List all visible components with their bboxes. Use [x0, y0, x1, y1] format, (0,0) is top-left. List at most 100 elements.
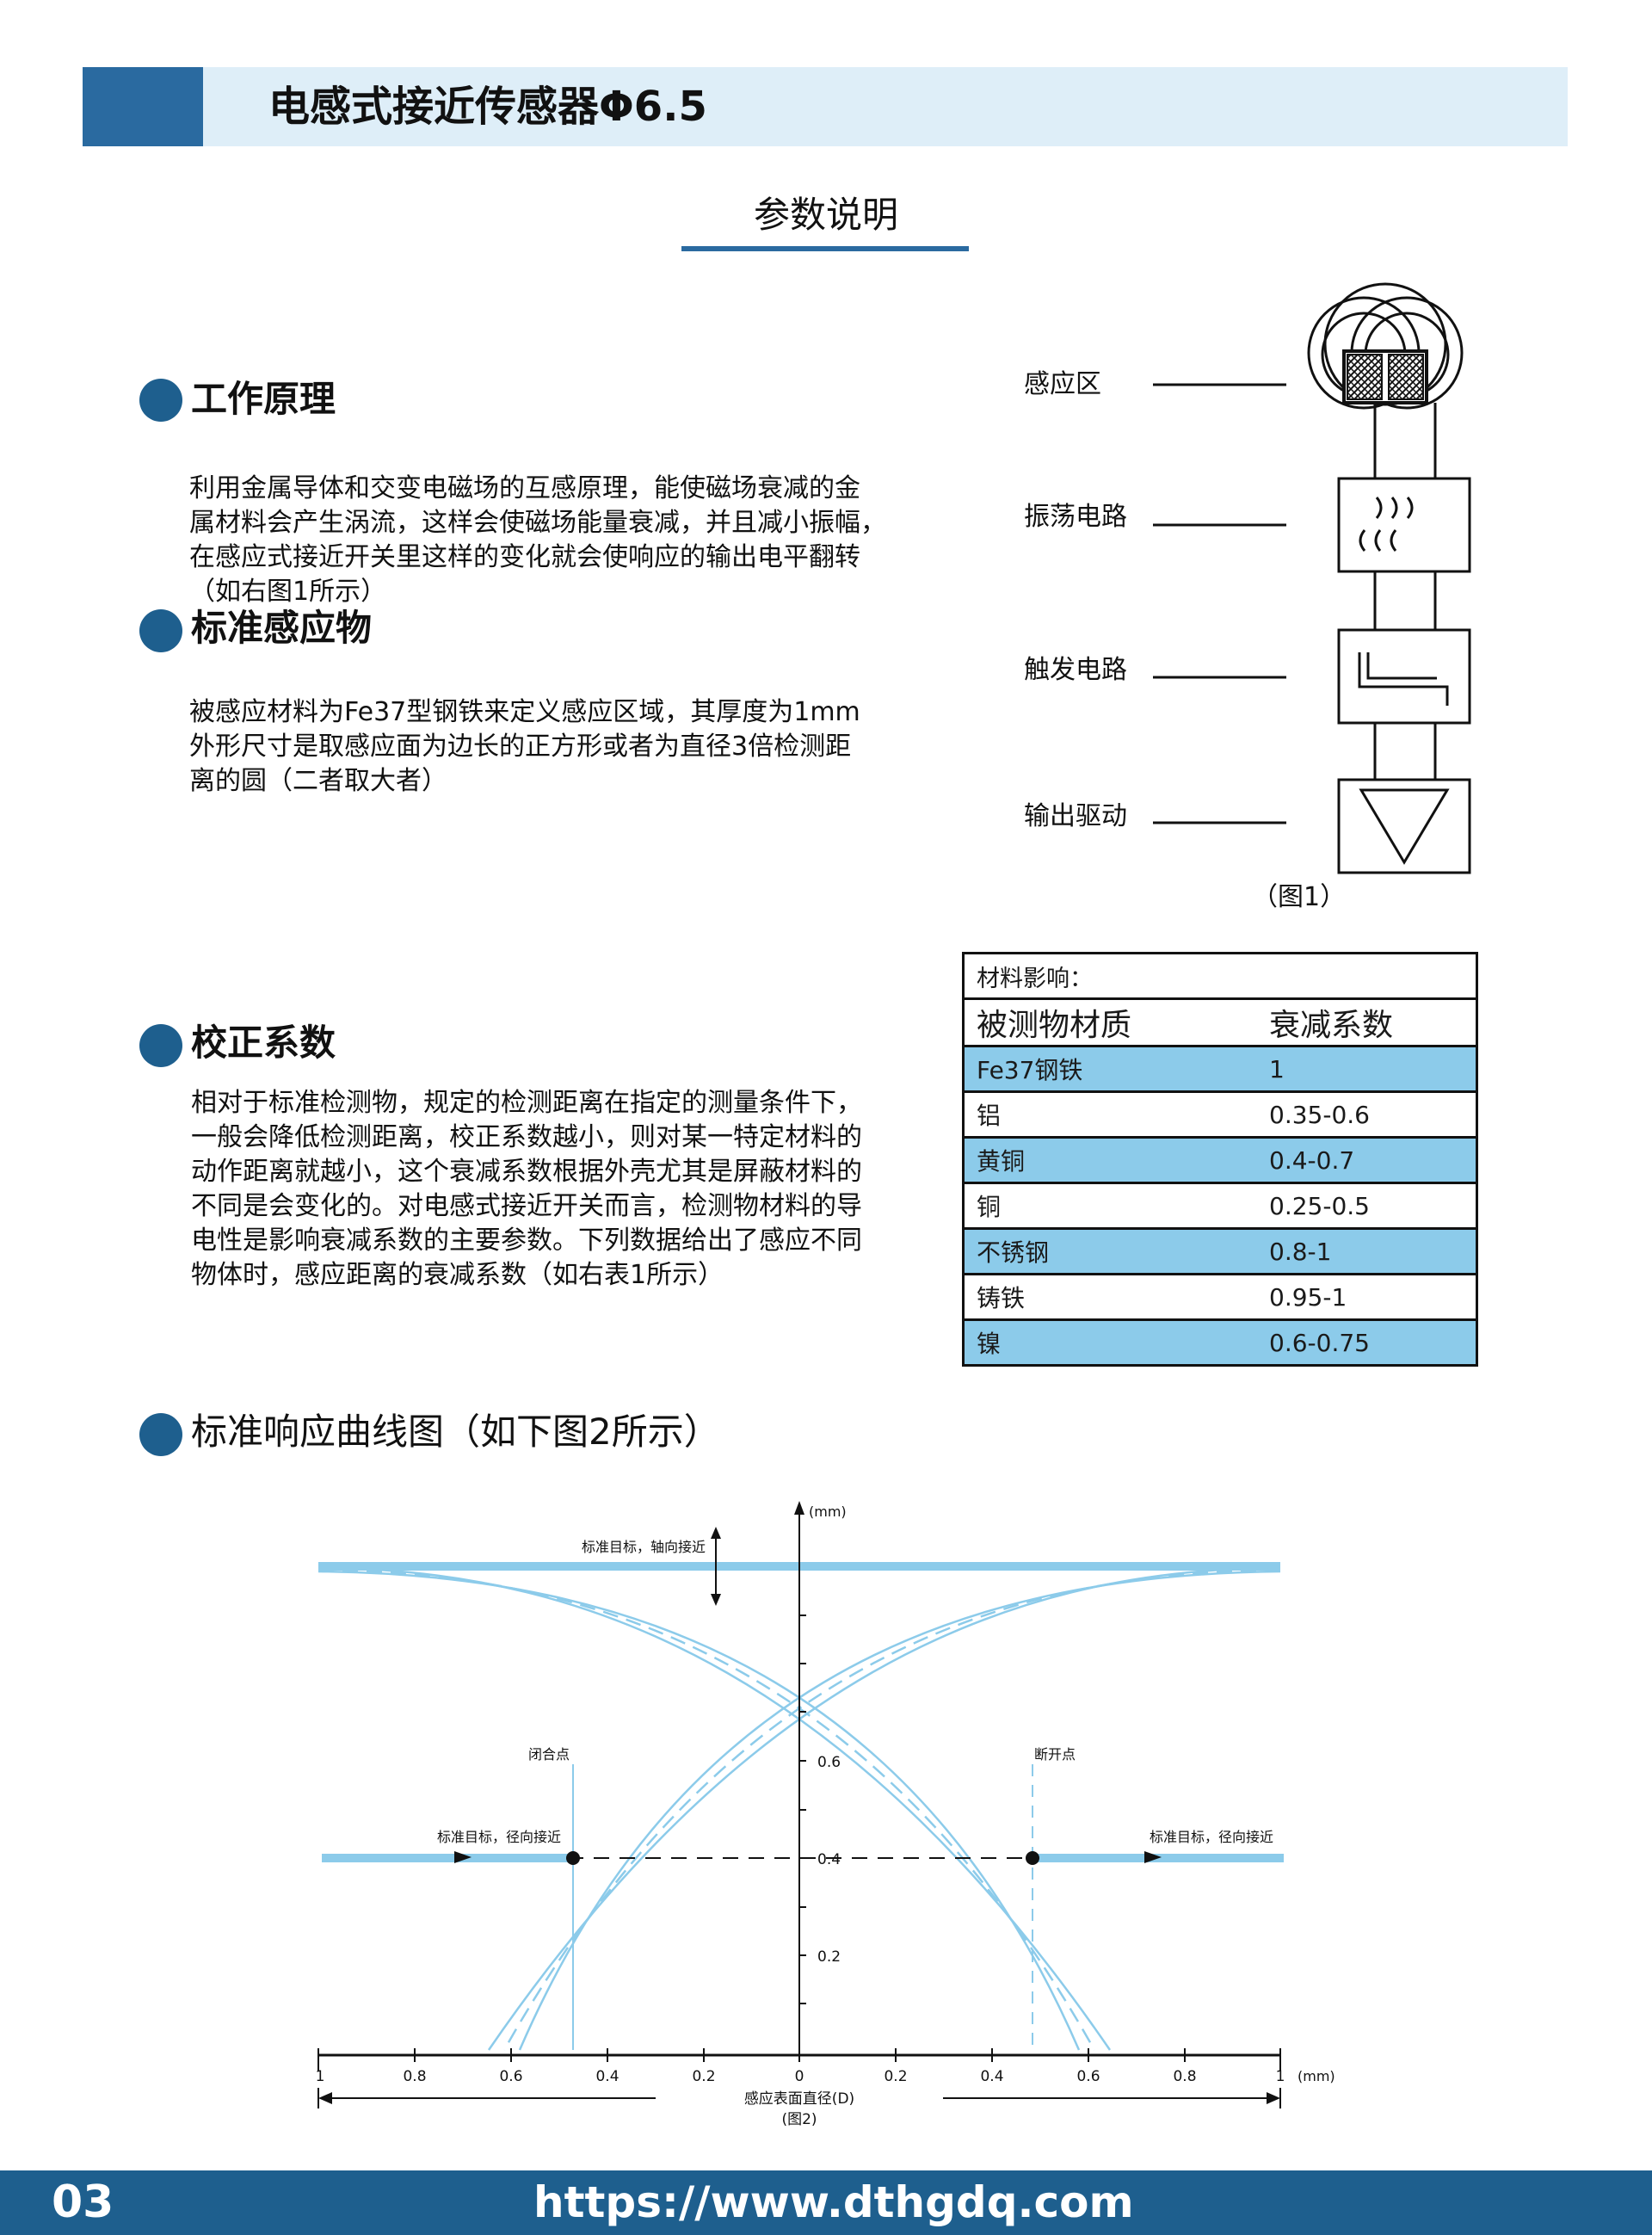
table-cell: 0.8-1	[1269, 1227, 1477, 1275]
amplifier-triangle-icon	[1359, 788, 1450, 865]
heading-correction-factor: 校正系数	[191, 1022, 336, 1064]
y-tick-label: 0.2	[817, 1948, 841, 1966]
heading-response-curve: 标准响应曲线图（如下图2所示）	[191, 1411, 720, 1453]
x-axis-unit: (mm)	[1298, 2068, 1335, 2084]
figure2-response-curve: 标准目标，轴向接近 标准目标，径向接近 标准目标，径向接近 闭合点 断开点 (m…	[316, 1501, 1335, 2128]
text-line: 动作距离就越小，这个衰减系数根据外壳尤其是屏蔽材料的	[191, 1157, 862, 1187]
table-header-material: 被测物材质	[963, 997, 1269, 1046]
correction-text: 相对于标准检测物，规定的检测距离在指定的测量条件下， 一般会降低检测距离，校正系…	[191, 1086, 862, 1293]
figure1-block-diagram: 感应区 振荡电路 触发电路 输出驱动 （图1）	[1024, 282, 1471, 912]
oscillator-wave-icon	[1359, 497, 1414, 552]
label-radial-right: 标准目标，径向接近	[1150, 1829, 1273, 1845]
text-line: 不同是会变化的。对电感式接近开关而言，检测物材料的导	[191, 1191, 862, 1221]
header-band	[83, 67, 1568, 146]
arrowhead-icon	[1144, 1851, 1162, 1863]
figure1-label-sensing-zone: 感应区	[1024, 369, 1101, 399]
table-cell: 1	[1269, 1045, 1477, 1092]
radial-target-left	[322, 1854, 575, 1862]
x-tick-label: 0.4	[980, 2068, 1003, 2085]
x-tick-label: 0.2	[692, 2068, 715, 2085]
table-cell: 镍	[963, 1318, 1269, 1366]
x-tick-label: 1	[316, 2068, 325, 2085]
figure1-label-trigger: 触发电路	[1024, 655, 1127, 685]
table-cell: Fe37钢铁	[963, 1045, 1269, 1092]
text-line: 属材料会产生涡流，这样会使磁场能量衰减，并且减小振幅，	[189, 508, 886, 538]
text-line: 利用金属导体和交变电磁场的互感原理，能使磁场衰减的金	[189, 473, 860, 503]
output-box	[1337, 778, 1471, 874]
figure1-caption: （图1）	[1252, 882, 1346, 912]
hysteresis-icon	[1358, 652, 1449, 706]
table-cell: 黄铜	[963, 1136, 1269, 1183]
arrowhead-icon	[454, 1851, 472, 1863]
table-cell: 0.35-0.6	[1269, 1090, 1477, 1138]
text-line: 在感应式接近开关里这样的变化就会使响应的输出电平翻转	[189, 542, 860, 572]
y-axis-unit: (mm)	[809, 1503, 847, 1520]
footer-bar	[0, 2170, 1652, 2235]
text-line: 被感应材料为Fe37型钢铁来定义感应区域，其厚度为1mm	[189, 697, 860, 727]
bullet-icon	[139, 379, 182, 422]
table-cell: 0.6-0.75	[1269, 1318, 1477, 1366]
heading-standard-target: 标准感应物	[191, 607, 373, 649]
figure1-label-output: 输出驱动	[1024, 801, 1127, 831]
label-axial-target: 标准目标，轴向接近	[582, 1539, 706, 1555]
label-radial-left: 标准目标，径向接近	[437, 1829, 561, 1845]
table-header-factor: 衰减系数	[1269, 997, 1477, 1046]
bullet-icon	[139, 1413, 182, 1456]
y-tick-label: 0.6	[817, 1754, 841, 1771]
x-tick-label: 0.8	[403, 2068, 426, 2085]
coil-winding-icon	[1388, 354, 1424, 400]
close-point-marker	[566, 1851, 580, 1865]
heading-working-principle: 工作原理	[191, 378, 336, 420]
text-line: 外形尺寸是取感应面为边长的正方形或者为直径3倍检测距	[189, 732, 852, 762]
text-line: 相对于标准检测物，规定的检测距离在指定的测量条件下，	[191, 1088, 862, 1118]
table-cell: 0.95-1	[1269, 1273, 1477, 1320]
y-ticks	[799, 1615, 806, 2004]
x-axis-label: 感应表面直径(D)	[744, 2090, 854, 2108]
text-line: 物体时，感应距离的衰减系数（如右表1所示）	[191, 1260, 724, 1290]
arrowhead-icon	[794, 1501, 804, 1515]
x-tick-label: 0.8	[1173, 2068, 1196, 2085]
text-line: 离的圆（二者取大者）	[189, 766, 447, 796]
text-line: 电性是影响衰减系数的主要参数。下列数据给出了感应不同	[191, 1226, 862, 1256]
table-cell: 铝	[963, 1090, 1269, 1138]
page-title: 电感式接近传感器Φ6.5	[268, 83, 707, 131]
figure2-caption: (图2)	[781, 2111, 817, 2128]
text-line: 一般会降低检测距离，校正系数越小，则对某一特定材料的	[191, 1122, 862, 1152]
label-open-point: 断开点	[1034, 1746, 1076, 1763]
open-point-marker	[1026, 1851, 1039, 1865]
page-number: 03	[52, 2176, 114, 2228]
table-cell: 铸铁	[963, 1273, 1269, 1320]
x-tick-label: 0.4	[595, 2068, 619, 2085]
response-curves	[317, 1566, 1281, 2051]
x-tick-label: 0	[795, 2068, 804, 2085]
y-tick-label: 0.4	[817, 1851, 841, 1868]
bullet-icon	[139, 1024, 182, 1067]
x-tick-label: 0.6	[1076, 2068, 1100, 2085]
header-accent-block	[83, 67, 203, 146]
working-principle-text: 利用金属导体和交变电磁场的互感原理，能使磁场衰减的金 属材料会产生涡流，这样会使…	[189, 472, 886, 609]
section-title: 参数说明	[753, 194, 898, 236]
table-cell: 0.25-0.5	[1269, 1182, 1477, 1229]
footer-url-link[interactable]: https://www.dthgdq.com	[533, 2177, 1134, 2227]
section-title-underline	[681, 246, 969, 251]
table-cell: 铜	[963, 1182, 1269, 1229]
table-cell: 0.4-0.7	[1269, 1136, 1477, 1183]
coil-winding-icon	[1347, 354, 1383, 400]
label-close-point: 闭合点	[528, 1746, 570, 1763]
figure1-label-oscillator: 振荡电路	[1024, 502, 1127, 532]
table-caption: 材料影响：	[977, 965, 1093, 992]
oscillator-box	[1337, 477, 1471, 573]
text-line: （如右图1所示）	[189, 577, 387, 607]
x-tick-label: 0.6	[499, 2068, 522, 2085]
x-ticks	[317, 2048, 1281, 2071]
standard-target-text: 被感应材料为Fe37型钢铁来定义感应区域，其厚度为1mm 外形尺寸是取感应面为边…	[189, 695, 860, 799]
x-tick-label: 1	[1276, 2068, 1285, 2085]
bullet-icon	[139, 609, 182, 652]
